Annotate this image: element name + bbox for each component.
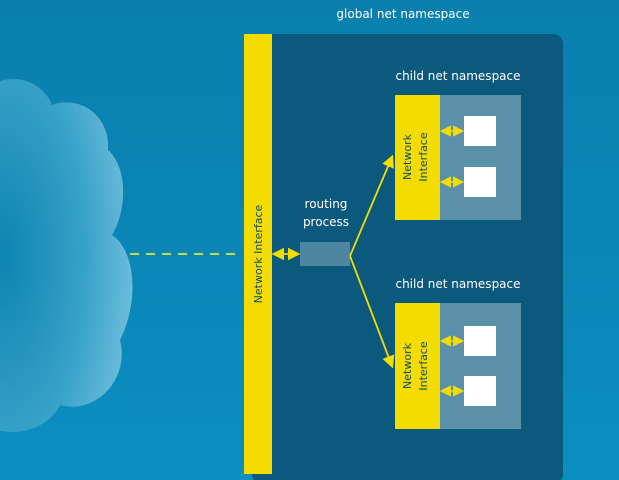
- child-network-interface-label-line2: Interface: [417, 132, 430, 181]
- child-namespace-upper: child net namespace Network Interface: [395, 69, 521, 220]
- routing-label-line2: process: [303, 215, 349, 229]
- process-box: [464, 376, 496, 406]
- cloud-icon: [0, 79, 133, 432]
- global-namespace-label: global net namespace: [336, 7, 469, 21]
- child-network-interface: [395, 95, 440, 220]
- child-namespace-lower: child net namespace Network Interface: [395, 277, 521, 429]
- child-network-interface-label-line2: Interface: [417, 341, 430, 390]
- child-network-interface-label-line1: Network: [401, 133, 414, 180]
- routing-arrow-upper: [349, 154, 394, 257]
- child-namespace-panel: [438, 303, 521, 429]
- child-network-interface: [395, 303, 440, 429]
- process-box: [464, 167, 496, 197]
- process-box: [464, 326, 496, 356]
- main-network-interface-label: Network Interface: [252, 204, 265, 303]
- child-network-interface-label-line1: Network: [401, 342, 414, 389]
- routing-label-line1: routing: [305, 197, 348, 211]
- routing-arrow-lower: [349, 255, 395, 369]
- routing-process-box: [300, 242, 350, 266]
- main-network-interface: [244, 34, 272, 474]
- child-namespace-panel: [438, 95, 521, 220]
- process-box: [464, 116, 496, 146]
- child-namespace-label: child net namespace: [395, 277, 520, 291]
- child-namespace-label: child net namespace: [395, 69, 520, 83]
